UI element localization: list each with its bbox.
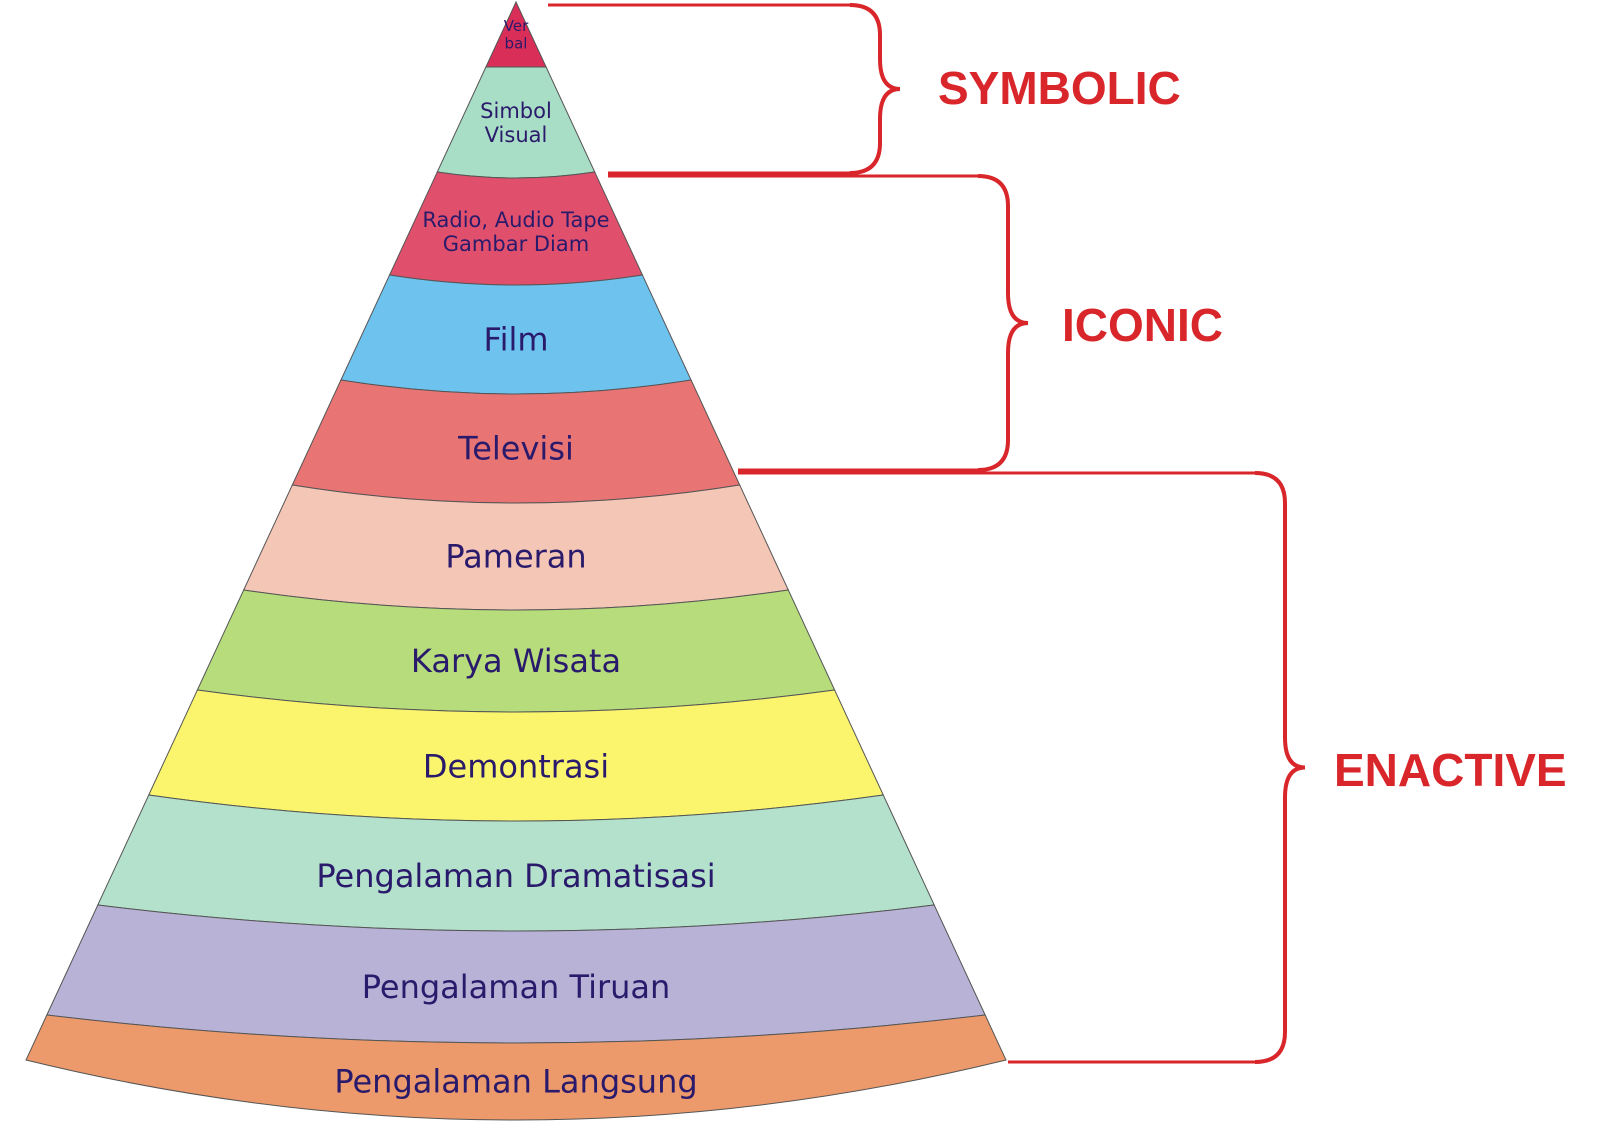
- pyramid-layer-label: Ver: [504, 17, 529, 35]
- pyramid-layer-label: Pengalaman Langsung: [334, 1063, 697, 1101]
- pyramid-layer-label: Simbol: [480, 99, 552, 123]
- group-labels: SYMBOLIC ICONIC ENACTIVE: [938, 62, 1567, 796]
- pyramid-layer-label: Film: [483, 321, 548, 359]
- pyramid-layer-label: Visual: [485, 123, 548, 147]
- pyramid-layer-label: Radio, Audio Tape: [422, 208, 609, 232]
- pyramid-layer-label: Televisi: [457, 430, 574, 468]
- pyramid-layer-label: Gambar Diam: [443, 232, 589, 256]
- group-label-enactive: ENACTIVE: [1334, 744, 1567, 796]
- pyramid-layers: [25, 0, 1007, 1121]
- brace: [849, 3, 901, 175]
- pyramid-layer-label: Pameran: [445, 538, 586, 576]
- brace: [1254, 471, 1306, 1064]
- group-label-iconic: ICONIC: [1062, 299, 1223, 351]
- brace: [977, 174, 1029, 472]
- group-label-symbolic: SYMBOLIC: [938, 62, 1181, 114]
- pyramid-layer-label: bal: [505, 34, 528, 52]
- group-brackets: [548, 3, 1306, 1064]
- pyramid-layer-label: Pengalaman Dramatisasi: [316, 857, 715, 895]
- pyramid-layer-label: Demontrasi: [423, 748, 609, 786]
- pyramid-layer-label: Karya Wisata: [411, 642, 621, 680]
- pyramid-layer-label: Pengalaman Tiruan: [362, 968, 671, 1006]
- pyramid-layer: [25, 1014, 1007, 1121]
